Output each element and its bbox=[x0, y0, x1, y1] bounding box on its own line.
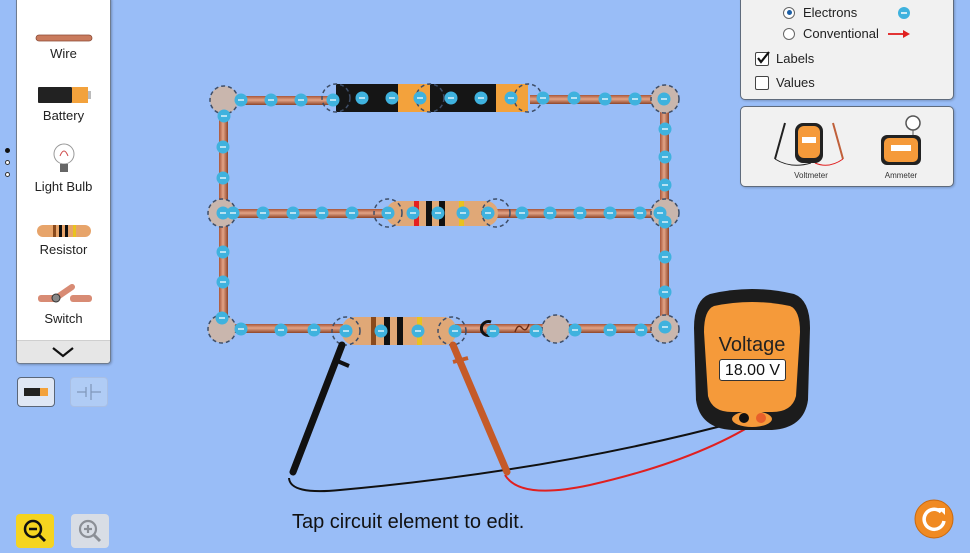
voltmeter-tool-label: Voltmeter bbox=[794, 171, 828, 180]
toolbox-scroll-down-button[interactable] bbox=[17, 340, 110, 363]
reset-button[interactable] bbox=[914, 499, 954, 539]
zoom-out-button[interactable] bbox=[16, 514, 54, 548]
black-probe[interactable] bbox=[289, 341, 350, 476]
ammeter-tool[interactable]: Ammeter bbox=[871, 113, 931, 183]
toolbox-item-label: Light Bulb bbox=[34, 179, 93, 194]
page-dot-1[interactable] bbox=[5, 148, 10, 153]
red-arrow-icon bbox=[887, 29, 910, 38]
black-lead-wire bbox=[288, 419, 745, 493]
resistor-bottom[interactable] bbox=[342, 317, 456, 345]
electrons-radio[interactable] bbox=[783, 6, 795, 19]
resistor-icon bbox=[36, 225, 91, 237]
zoom-out-icon bbox=[23, 519, 47, 543]
conventional-radio-option[interactable]: Conventional bbox=[783, 26, 911, 41]
values-checkbox-option[interactable]: Values bbox=[755, 75, 815, 90]
labels-checkbox[interactable] bbox=[755, 50, 770, 66]
chevron-down-icon bbox=[52, 347, 74, 358]
ammeter-tool-icon bbox=[881, 115, 921, 165]
toolbox-item-label: Battery bbox=[42, 108, 85, 123]
labels-checkbox-option[interactable]: Labels bbox=[755, 50, 815, 66]
values-label: Values bbox=[776, 75, 815, 90]
voltmeter-tool-icon bbox=[774, 122, 844, 166]
toolbox-item-label: Resistor bbox=[39, 242, 88, 257]
voltmeter-title: Voltage bbox=[718, 334, 786, 356]
lifelike-view-button[interactable] bbox=[17, 377, 55, 407]
toolbox-item-switch[interactable]: Switch bbox=[17, 282, 110, 326]
switch-icon bbox=[37, 284, 92, 303]
voltmeter-tool[interactable]: Voltmeter bbox=[771, 113, 851, 183]
electrons-label: Electrons bbox=[803, 5, 858, 20]
toolbox-item-label: Switch bbox=[44, 311, 83, 326]
toolbox-item-battery[interactable]: Battery bbox=[17, 85, 110, 123]
toolbox-item-light-bulb[interactable]: Light Bulb bbox=[17, 142, 110, 194]
page-dot-2[interactable] bbox=[5, 160, 10, 165]
zoom-in-icon bbox=[78, 519, 102, 543]
switch-closed[interactable] bbox=[479, 320, 530, 337]
conventional-radio[interactable] bbox=[783, 27, 795, 40]
ammeter-tool-label: Ammeter bbox=[884, 171, 918, 180]
reset-icon bbox=[914, 499, 954, 539]
battery-view-icon bbox=[24, 388, 48, 396]
labels-label: Labels bbox=[776, 51, 815, 66]
red-lead-wire bbox=[504, 417, 764, 492]
toolbox-item-wire[interactable]: Wire bbox=[17, 31, 110, 61]
schematic-battery-icon bbox=[77, 384, 101, 400]
voltmeter[interactable]: Voltage 18.00 V bbox=[692, 288, 812, 430]
circuit-toolbox: Wire Battery Light Bulb Resistor Switch bbox=[16, 0, 111, 364]
red-probe[interactable] bbox=[449, 341, 511, 476]
values-checkbox bbox=[755, 75, 769, 90]
schematic-view-button[interactable] bbox=[70, 377, 108, 407]
toolbox-item-resistor[interactable]: Resistor bbox=[17, 223, 110, 257]
measurement-tools-panel: Voltmeter Ammeter bbox=[740, 106, 954, 187]
page-dot-3[interactable] bbox=[5, 172, 10, 177]
toolbox-page-indicator bbox=[5, 148, 10, 184]
battery-icon bbox=[37, 87, 91, 103]
toolbox-item-label: Wire bbox=[50, 46, 77, 61]
wire-icon bbox=[35, 34, 92, 42]
conventional-label: Conventional bbox=[803, 26, 879, 41]
light-bulb-icon bbox=[53, 143, 74, 172]
voltmeter-reading: 18.00 V bbox=[719, 359, 786, 381]
electrons-radio-option[interactable]: Electrons bbox=[783, 5, 911, 20]
electron-icon bbox=[898, 6, 911, 19]
zoom-in-button[interactable] bbox=[71, 514, 109, 548]
options-panel: Electrons Conventional Labels Values bbox=[740, 0, 954, 100]
status-message: Tap circuit element to edit. bbox=[292, 511, 525, 533]
